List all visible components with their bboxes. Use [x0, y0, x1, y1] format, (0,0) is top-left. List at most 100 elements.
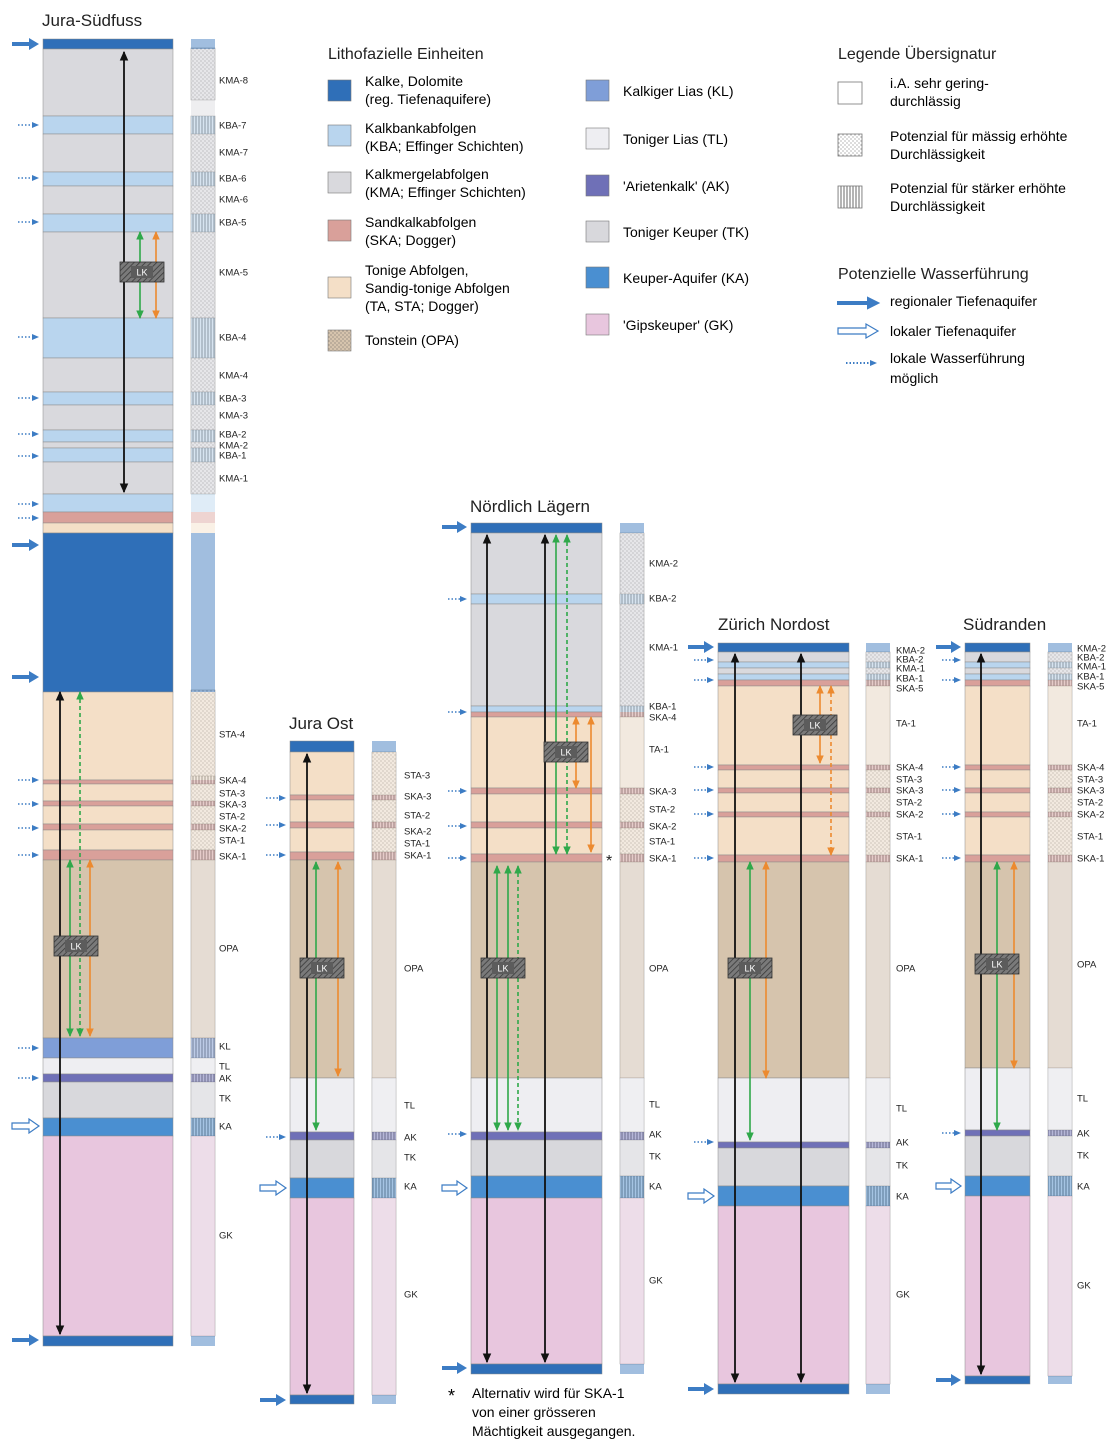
lk-label: LK	[560, 748, 571, 758]
sidebar-tint	[372, 741, 396, 752]
legend-swatch-tk	[585, 220, 610, 243]
legend-overprint: Legende Übersignatur i.A. sehr gering- d…	[837, 45, 1068, 214]
sidebar-vlines-overlay	[191, 1074, 215, 1082]
regional-aquifer-arrow-icon	[688, 641, 714, 653]
legend-kba-line1: Kalkbankabfolgen	[365, 120, 476, 136]
unit-label: KL	[219, 1042, 231, 1053]
stratum-kb	[289, 1394, 355, 1405]
sidebar-tint	[1048, 652, 1072, 662]
lk-label: LK	[809, 721, 820, 731]
legend-tl-label: Toniger Lias (TL)	[623, 131, 728, 147]
stratum-ska	[42, 849, 174, 861]
lk-box: LK	[543, 741, 589, 763]
unit-label: SKA-3	[219, 800, 246, 811]
lk-box: LK	[53, 935, 99, 957]
unit-label: SKA-5	[896, 684, 923, 695]
stratum-ak	[964, 1129, 1031, 1137]
sidebar-vlines-overlay	[620, 788, 644, 794]
sidebar-tint	[1048, 765, 1072, 770]
unit-label: KA	[896, 1192, 909, 1203]
local-aquifer-arrow-icon	[441, 1179, 469, 1197]
unit-label: STA-2	[649, 805, 675, 816]
profile-jura-suedfuss: KMA-8KBA-7KMA-7KBA-6KMA-6KBA-5KMA-5KBA-4…	[11, 38, 248, 1347]
local-water-arrowhead-icon	[32, 501, 39, 507]
unit-label: STA-3	[896, 775, 922, 786]
legend-ska-line1: Sandkalkabfolgen	[365, 214, 476, 230]
unit-label: SKA-4	[1077, 763, 1104, 774]
sidebar-tint	[620, 604, 644, 706]
sidebar-dots-overlay	[866, 817, 890, 855]
profile-title-jura-ost: Jura Ost	[289, 714, 354, 733]
sidebar-tint	[866, 793, 890, 812]
sidebar-tint	[191, 533, 215, 692]
legend-water-dotted-line2: möglich	[890, 370, 938, 386]
unit-label: KMA-5	[219, 268, 248, 279]
stratum-tk	[42, 1081, 174, 1119]
legend-water-local-label: lokaler Tiefenaquifer	[890, 323, 1016, 339]
stratum-ska	[289, 851, 355, 861]
legend-water-title: Potenzielle Wasserführung	[838, 266, 1029, 283]
sidebar-segment	[865, 685, 891, 766]
footnote: * Alternativ wird für SKA-1 von einer gr…	[448, 1385, 635, 1439]
stratum-ta	[42, 805, 174, 825]
footnote-line2: von einer grösseren	[472, 1404, 596, 1420]
sidebar-tint	[1048, 855, 1072, 862]
stratum-kb	[42, 38, 174, 50]
unit-label: SKA-1	[404, 851, 431, 862]
sidebar-vlines-overlay	[866, 812, 890, 817]
stratum-kba	[964, 673, 1031, 681]
sidebar-tint	[620, 523, 644, 533]
regional-aquifer-arrow-icon	[442, 1362, 467, 1374]
stratum-gk	[289, 1197, 355, 1396]
stratum-kb	[717, 642, 850, 653]
sidebar-tint	[191, 116, 215, 134]
sidebar-segment	[619, 861, 645, 1079]
legend-ak-label: 'Arietenkalk' (AK)	[623, 178, 730, 194]
unit-label: SKA-3	[404, 792, 431, 803]
sidebar-tint	[191, 824, 215, 830]
sidebar-vlines-overlay	[191, 430, 215, 442]
sidebar-vlines-overlay	[620, 706, 644, 717]
sidebar-tint	[1048, 1136, 1072, 1176]
unit-label: KBA-4	[219, 333, 246, 344]
stratum-ska	[964, 854, 1031, 863]
sidebar-dots-overlay	[866, 652, 890, 662]
stratum-ak	[717, 1141, 850, 1149]
local-water-arrowhead-icon	[707, 1139, 714, 1145]
sidebar-vlines-overlay	[866, 788, 890, 793]
stratum-ka	[42, 1117, 174, 1137]
unit-label: KMA-2	[1077, 644, 1106, 655]
sidebar-vlines-overlay	[191, 850, 215, 860]
unit-label: TA-1	[649, 745, 669, 756]
sidebar-dots-overlay	[191, 806, 215, 824]
lk-box-center	[492, 962, 514, 974]
unit-label: SKA-3	[1077, 786, 1104, 797]
sidebar-tint	[866, 1384, 890, 1394]
sidebar-dots-overlay	[191, 232, 215, 318]
legend-overprint-none-line1: i.A. sehr gering-	[890, 75, 989, 91]
profile-jura-ost: STA-3SKA-3STA-2SKA-2STA-1SKA-1OPATLAKTKK…	[259, 740, 431, 1406]
unit-label: KMA-8	[219, 76, 248, 87]
sidebar-tint	[372, 822, 396, 828]
stratum-kb	[964, 642, 1031, 653]
sidebar-dots-overlay	[866, 770, 890, 788]
local-water-arrowhead-icon	[707, 657, 714, 663]
sidebar-segment	[190, 1081, 216, 1119]
local-water-arrowhead-icon	[32, 431, 39, 437]
unit-label: STA-4	[219, 730, 245, 741]
sidebar-vlines-overlay	[620, 594, 644, 604]
sidebar-tint	[191, 1336, 215, 1346]
sidebar-tint	[1048, 1176, 1072, 1196]
stratum-kba	[470, 705, 603, 713]
profile-zuerich-nordost: KMA-2KBA-2KMA-1KBA-1SKA-5TA-1SKA-4STA-3S…	[687, 641, 925, 1395]
sidebar-vlines-overlay	[1048, 674, 1072, 680]
profile-title-suedranden: Südranden	[963, 615, 1046, 634]
sidebar-dots-overlay	[191, 405, 215, 430]
sidebar-tint	[866, 662, 890, 668]
sidebar-vlines-overlay	[372, 822, 396, 828]
sidebar-dots-overlay	[191, 358, 215, 392]
sidebar-tint	[191, 780, 215, 784]
unit-label: KBA-1	[896, 674, 923, 685]
unit-label: KMA-3	[219, 411, 248, 422]
stratum-kba	[964, 661, 1031, 669]
